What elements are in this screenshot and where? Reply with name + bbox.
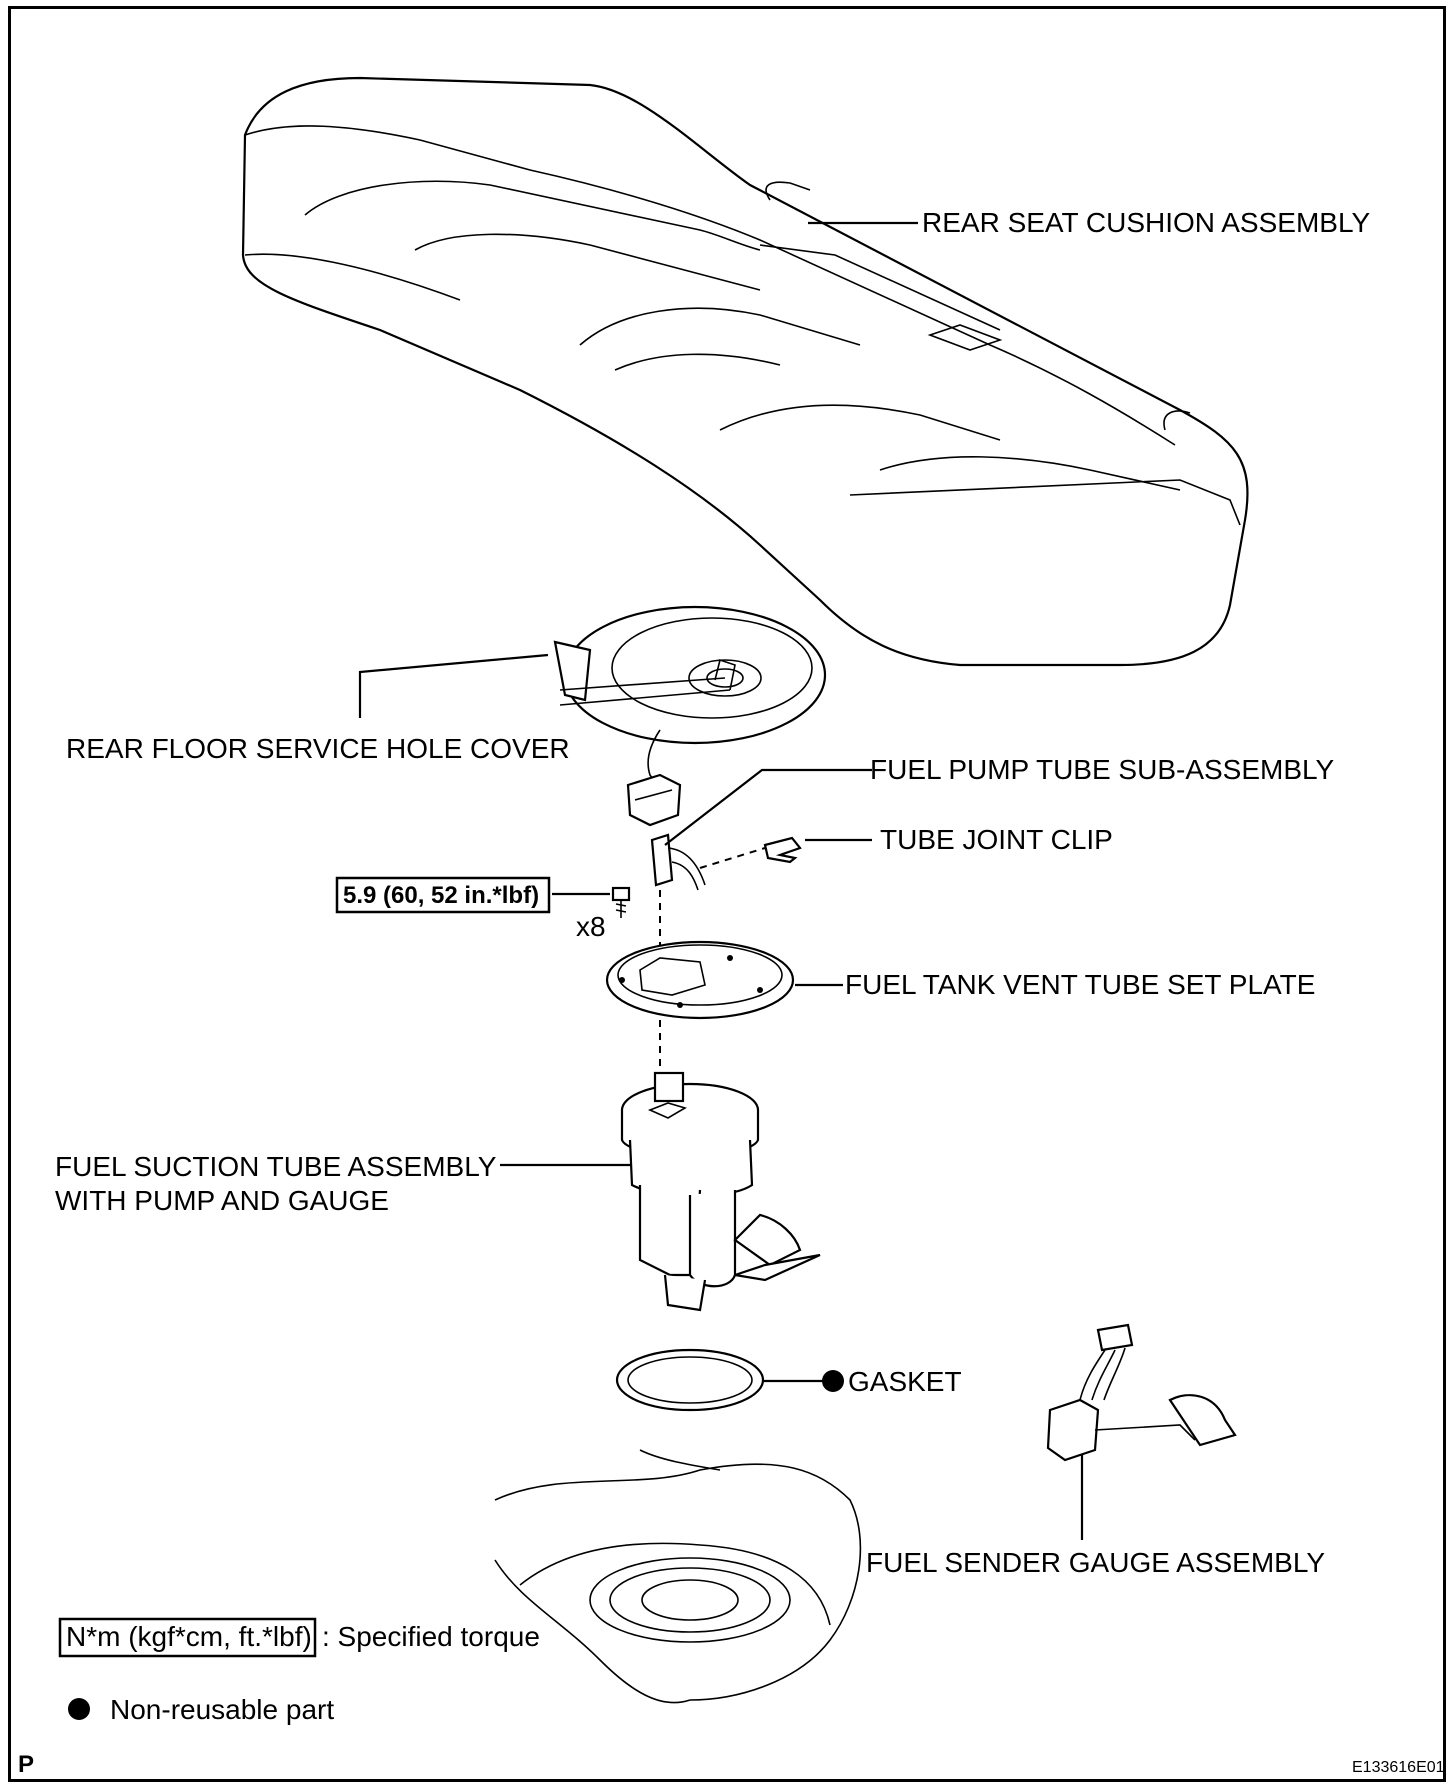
torque-spec-value: 5.9 (60, 52 in.*lbf) (343, 882, 539, 909)
label-suction-tube-line2: WITH PUMP AND GAUGE (55, 1185, 389, 1216)
fuel-tank-drawing (494, 1449, 862, 1704)
footer-figure-id: E133616E01 (1352, 1759, 1445, 1776)
bolt-drawing (611, 886, 631, 918)
torque-spec-box (335, 876, 551, 914)
legend-torque-desc: : Specified torque (322, 1621, 540, 1652)
fuel-pump-tube-drawing (650, 833, 706, 891)
label-tube-joint-clip: TUBE JOINT CLIP (880, 824, 1113, 855)
gasket-drawing (615, 1348, 765, 1412)
fuel-tank-vent-tube-set-plate-drawing (605, 940, 795, 1020)
tube-joint-clip-drawing (763, 836, 802, 864)
rear-seat-cushion-drawing (241, 76, 1249, 667)
bolt-count: x8 (576, 911, 606, 942)
label-sender-gauge: FUEL SENDER GAUGE ASSEMBLY (866, 1547, 1325, 1578)
leader-rear-floor-cover (358, 653, 549, 718)
label-vent-tube-plate: FUEL TANK VENT TUBE SET PLATE (845, 969, 1315, 1000)
legend-torque-units: N*m (kgf*cm, ft.*lbf) (66, 1621, 312, 1652)
gasket-non-reusable-dot (822, 1370, 844, 1392)
footer-left-code: P (18, 1751, 34, 1778)
fuel-sender-gauge-assembly-drawing (1046, 1323, 1237, 1462)
rear-floor-service-hole-cover-drawing (553, 605, 827, 827)
fuel-suction-tube-assembly-drawing (620, 1071, 821, 1312)
leader-fuel-pump-tube (664, 768, 872, 846)
label-rear-floor-cover: REAR FLOOR SERVICE HOLE COVER (66, 733, 570, 764)
legend-non-reusable-label: Non-reusable part (110, 1694, 334, 1725)
label-gasket: GASKET (848, 1366, 962, 1397)
label-fuel-pump-tube: FUEL PUMP TUBE SUB-ASSEMBLY (870, 754, 1335, 785)
dashed-line-clip (699, 847, 766, 869)
label-rear-seat-cushion: REAR SEAT CUSHION ASSEMBLY (922, 207, 1370, 238)
diagram-frame (8, 6, 1446, 1782)
label-suction-tube-line1: FUEL SUCTION TUBE ASSEMBLY (55, 1151, 497, 1182)
legend-torque-box (58, 1617, 317, 1658)
legend-non-reusable-dot (68, 1698, 90, 1720)
